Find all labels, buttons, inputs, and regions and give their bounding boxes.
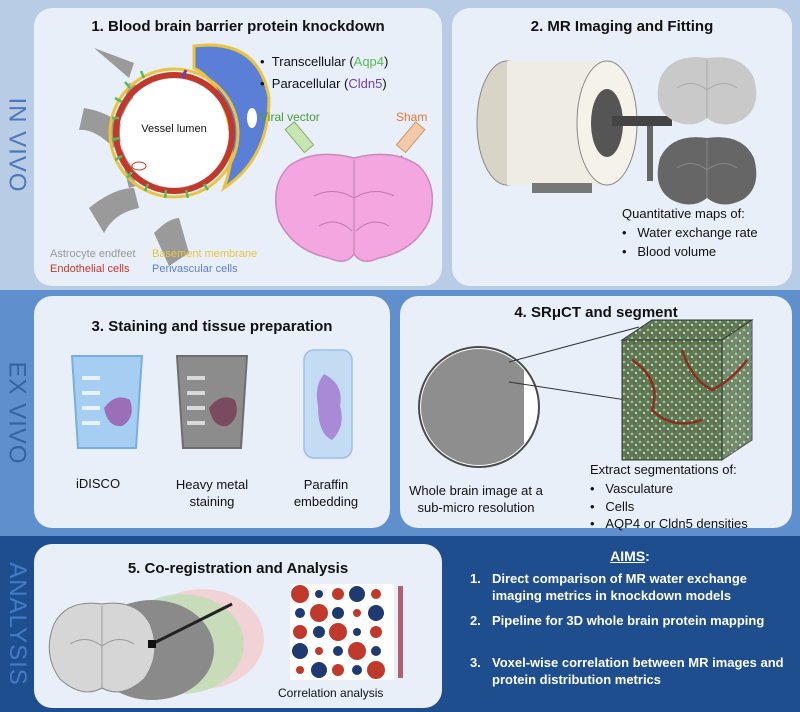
panel-srmuct: 4. SRμCT and segment Whole brain image a… (400, 296, 792, 531)
correlation-cell (348, 642, 366, 660)
legend-perivascular: Perivascular cells (152, 263, 238, 275)
correlation-cell (332, 588, 344, 600)
panel2-title: 2. MR Imaging and Fitting (530, 18, 714, 35)
label-paraffin: Paraffin embedding (293, 477, 359, 509)
legend-endothelial: Endothelial cells (50, 263, 130, 275)
correlation-cell (353, 609, 361, 617)
bullet-paracellular: • Paracellular (Cldn5) (260, 76, 387, 91)
correlation-cell (370, 626, 382, 638)
aim-item: 2.Pipeline for 3D whole brain protein ma… (470, 613, 765, 628)
panel-mr-imaging: 2. MR Imaging and Fitting Quantitative m… (452, 8, 792, 286)
aim-item: 3.Voxel-wise correlation between MR imag… (470, 655, 784, 687)
correlation-cell (332, 607, 344, 619)
correlation-matrix (290, 584, 403, 680)
correlation-cell (352, 665, 362, 675)
label-idisco: iDISCO (76, 476, 121, 491)
quantitative-map-images (657, 57, 757, 205)
correlation-cell (292, 643, 308, 659)
segmented-volume-cube (620, 319, 754, 461)
ex-vivo-label: EX VIVO (4, 361, 32, 465)
idisco-beaker-icon (70, 355, 144, 449)
mri-scanner-icon (476, 60, 672, 193)
legend-astrocyte: Astrocyte endfeet (50, 248, 136, 260)
correlation-cell (332, 664, 344, 676)
vessel-lumen-label: Vessel lumen (141, 123, 206, 135)
panel5-title: 5. Co-registration and Analysis (127, 560, 349, 577)
correlation-cell (371, 646, 381, 656)
quant-item: • Blood volume (622, 244, 717, 259)
correlation-cell (310, 604, 328, 622)
correlation-cell (313, 626, 325, 638)
correlation-cell (333, 646, 343, 656)
correlation-cell (368, 605, 384, 621)
extract-item: • Cells (590, 499, 635, 514)
label-heavy-metal: Heavy metal staining (175, 477, 249, 509)
correlation-cell (311, 662, 327, 678)
correlation-cell (367, 661, 385, 679)
sham-label: Sham (396, 110, 428, 124)
heavy-metal-beaker-icon (175, 355, 249, 449)
correlation-cell (315, 647, 323, 655)
correlation-cell (329, 623, 347, 641)
correlation-caption: Correlation analysis (278, 686, 384, 700)
aim-item: 1.Direct comparison of MR water exchange… (470, 571, 748, 603)
correlation-cell (353, 628, 361, 636)
panel-coregistration: 5. Co-registration and Analysis Correlat… (34, 544, 442, 708)
viral-vector-label: Viral vector (260, 110, 320, 124)
panel4-title: 4. SRμCT and segment (514, 304, 678, 321)
panel1-title: 1. Blood brain barrier protein knockdown (91, 18, 385, 35)
aqp4-label: Aqp4 (353, 54, 385, 69)
correlation-cell (315, 590, 323, 598)
paraffin-block-icon (303, 349, 353, 459)
correlation-cell (291, 585, 309, 603)
bullet-transcellular: • Transcellular (Aqp4) (260, 54, 389, 69)
analysis-label: ANALYSIS (4, 562, 32, 686)
panel3-title: 3. Staining and tissue preparation (91, 318, 333, 335)
extract-item: • AQP4 or Cldn5 densities (590, 516, 748, 531)
correlation-cell (293, 625, 307, 639)
extract-heading: Extract segmentations of: (590, 462, 737, 477)
injected-brain (274, 121, 434, 262)
correlation-cell (349, 586, 365, 602)
correlation-cell (296, 666, 304, 674)
coregistered-stack-image (48, 589, 264, 700)
in-vivo-label: IN VIVO (4, 97, 31, 193)
quant-item: • Water exchange rate (622, 225, 758, 240)
correlation-cell (295, 608, 305, 618)
aims-heading: AIMS: (610, 548, 650, 564)
extract-item: • Vasculature (590, 481, 674, 496)
quant-heading: Quantitative maps of: (622, 206, 745, 221)
panel-bbb-knockdown: 1. Blood brain barrier protein knockdown… (34, 8, 442, 286)
vessel-diagram: Vessel lumen (79, 43, 271, 266)
colorbar (398, 586, 403, 678)
legend-basement: Basement membrane (152, 248, 258, 260)
panel-staining: 3. Staining and tissue preparation iDISC… (34, 296, 390, 528)
correlation-cell (371, 589, 381, 599)
whole-brain-caption: Whole brain image at a sub-micro resolut… (409, 483, 543, 515)
whole-brain-scan-image (418, 326, 640, 468)
cldn5-label: Cldn5 (348, 76, 383, 91)
